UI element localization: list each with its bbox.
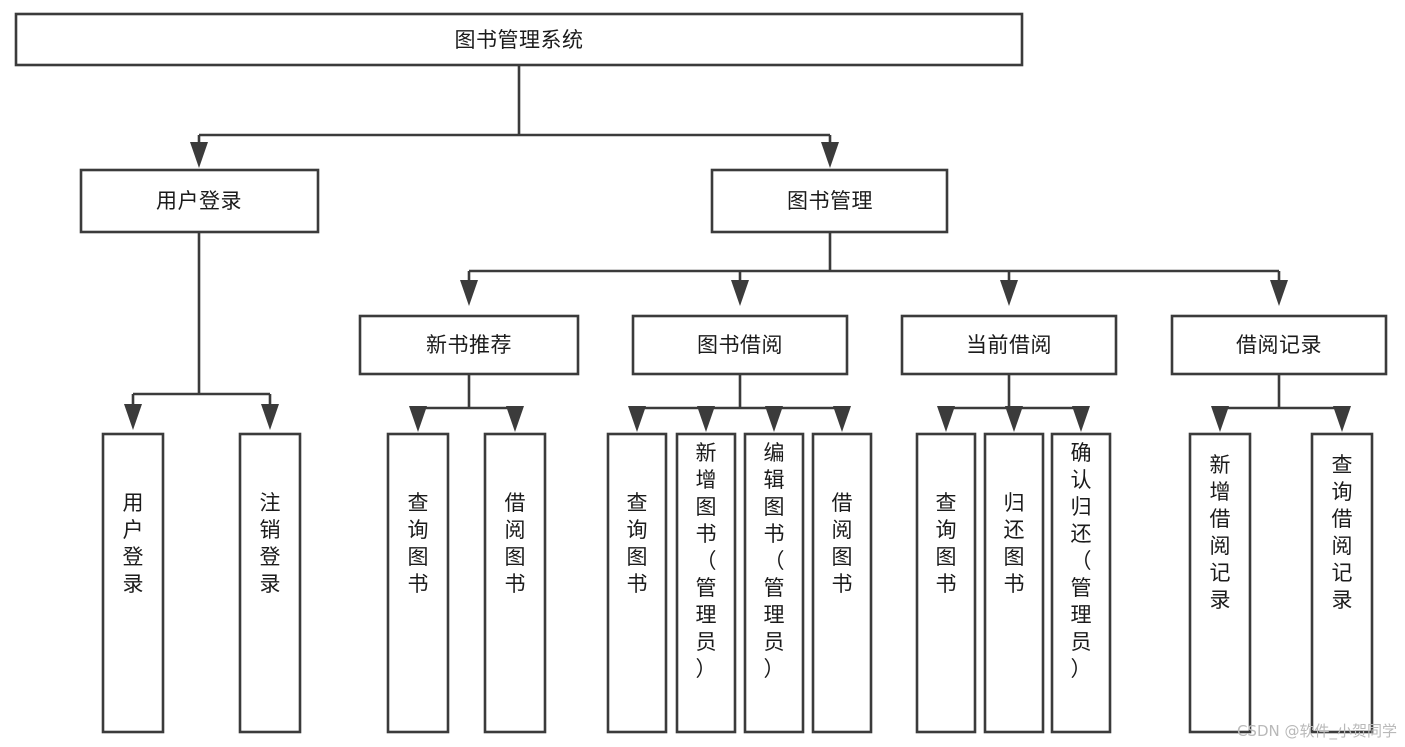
connector-bookmanage-to-level3: [460, 232, 1288, 306]
node-book-manage-label: 图书管理: [787, 189, 873, 213]
connector-bookborrow-to-leaves: [628, 374, 851, 432]
leaf-label: 用户登录: [123, 491, 144, 596]
node-book-borrow-label: 图书借阅: [697, 333, 783, 357]
leaf-label: 查询借阅记录: [1332, 453, 1353, 612]
leaf-node[interactable]: 用户登录: [101, 432, 165, 734]
csdn-watermark: CSDN @软件_小贺同学: [1236, 722, 1397, 740]
leaf-label: 借阅图书: [832, 491, 853, 596]
connector-borrowrecord-to-leaves: [1211, 374, 1351, 432]
leaf-node[interactable]: 查询图书: [606, 432, 668, 734]
node-borrow-record[interactable]: 借阅记录: [1170, 314, 1388, 376]
leaf-node[interactable]: 查询借阅记录: [1310, 432, 1374, 734]
leaf-node[interactable]: 编辑图书（管理员）: [743, 432, 805, 734]
leaf-label: 确认归还（管理员）: [1071, 441, 1092, 681]
leaf-node[interactable]: 归还图书: [983, 432, 1045, 734]
node-new-book-recommend-label: 新书推荐: [426, 333, 512, 357]
leaf-node[interactable]: 借阅图书: [811, 432, 873, 734]
leaf-node[interactable]: 查询图书: [915, 432, 977, 734]
node-current-borrow-label: 当前借阅: [966, 333, 1052, 357]
node-book-manage[interactable]: 图书管理: [710, 168, 949, 234]
connector-root-to-level2: [190, 65, 839, 168]
leaf-label: 查询图书: [627, 491, 648, 596]
leaf-label: 新增图书（管理员）: [696, 441, 717, 681]
leaf-label: 新增借阅记录: [1210, 453, 1231, 612]
node-root[interactable]: 图书管理系统: [14, 12, 1024, 67]
node-user-login[interactable]: 用户登录: [79, 168, 320, 234]
leaf-label: 借阅图书: [505, 491, 526, 596]
leaf-label: 查询图书: [936, 491, 957, 596]
leaf-node[interactable]: 新增图书（管理员）: [675, 432, 737, 734]
leaf-node[interactable]: 注销登录: [238, 432, 302, 734]
node-book-borrow[interactable]: 图书借阅: [631, 314, 849, 376]
node-user-login-label: 用户登录: [156, 189, 242, 213]
connector-userlogin-to-leaves: [124, 232, 279, 430]
leaf-node[interactable]: 确认归还（管理员）: [1050, 432, 1112, 734]
leaf-node[interactable]: 借阅图书: [483, 432, 547, 734]
node-root-label: 图书管理系统: [455, 28, 584, 52]
leaf-node[interactable]: 新增借阅记录: [1188, 432, 1252, 734]
leaf-node[interactable]: 查询图书: [386, 432, 450, 734]
connector-newbookrec-to-leaves: [409, 374, 524, 432]
node-new-book-recommend[interactable]: 新书推荐: [358, 314, 580, 376]
node-current-borrow[interactable]: 当前借阅: [900, 314, 1118, 376]
leaf-label: 归还图书: [1004, 491, 1025, 596]
leaf-label: 注销登录: [260, 491, 281, 596]
connector-currentborrow-to-leaves: [937, 374, 1090, 432]
leaf-label: 查询图书: [408, 491, 429, 596]
node-borrow-record-label: 借阅记录: [1236, 333, 1322, 357]
leaf-label: 编辑图书（管理员）: [764, 441, 785, 681]
